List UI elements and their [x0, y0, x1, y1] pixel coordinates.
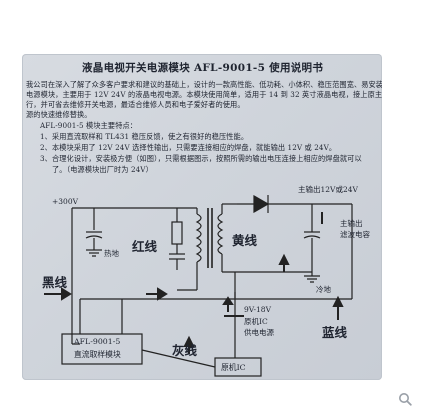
intro-line-3: 行，并可省去维修开关电源，最适合维修人员和电子爱好者的使用。 [26, 100, 245, 109]
features-heading: AFL-9001-5 模块主要特点： [40, 121, 138, 130]
manual-sheet: 液晶电视开关电源模块 AFL-9001-5 使用说明书 我公司在深入了解了众多客… [22, 54, 382, 380]
output-cap-label-1: 主输出 [340, 219, 363, 228]
module-box-desc: 直流取样模块 [74, 350, 121, 359]
intro-line-1: 我公司在深入了解了众多客户要求和建议的基础上，设计的一款高性能、低功耗、小体积、… [26, 80, 382, 89]
cold-ground-label: 冷地 [316, 285, 331, 294]
ic-supply-voltage: 9V-18V [244, 305, 271, 314]
red-wire-label: 红线 [132, 239, 158, 254]
main-output-label: 主输出12V或24V [298, 185, 358, 194]
module-box-model: AFL-9001-5 [74, 337, 121, 346]
ic-supply-label-2: 供电电源 [244, 328, 274, 337]
document-title: 液晶电视开关电源模块 AFL-9001-5 使用说明书 [82, 62, 324, 74]
intro-line-4: 源的快速维修替换。 [26, 110, 92, 119]
black-wire-label: 黑线 [42, 275, 68, 290]
intro-line-2: 电源模块，主要用于 12V 24V 的液晶电视电源。本模块使用简单，适用于 14… [26, 90, 382, 99]
gray-wire-label: 灰线 [172, 343, 198, 358]
yellow-wire-label: 黄线 [232, 233, 258, 248]
output-cap-label-2: 滤波电容 [340, 230, 370, 239]
feature-2: 2、本模块采用了 12V 24V 选择性输出，只需要连接相应的焊盘，就能输出 1… [40, 143, 337, 152]
ic-supply-label-1: 原机IC [244, 317, 268, 326]
blue-wire-label: 蓝线 [322, 325, 348, 340]
feature-3: 3、合理化设计，安装极方便（如图），只需根据图示，按照所需的输出电压连接上相应的… [40, 154, 362, 163]
hot-ground-label: 热地 [104, 249, 119, 258]
search-icon[interactable] [398, 392, 412, 406]
input-voltage-label: +300V [52, 197, 79, 206]
original-ic-label: 原机IC [221, 363, 246, 372]
document-photo: 液晶电视开关电源模块 AFL-9001-5 使用说明书 我公司在深入了解了众多客… [22, 54, 382, 380]
circuit-diagram [44, 194, 353, 377]
feature-1: 1、采用直流取样和 TL431 稳压反馈，使之有很好的稳压性能。 [40, 132, 249, 141]
feature-4: 了。（电源模块出厂时为 24V） [52, 165, 153, 174]
